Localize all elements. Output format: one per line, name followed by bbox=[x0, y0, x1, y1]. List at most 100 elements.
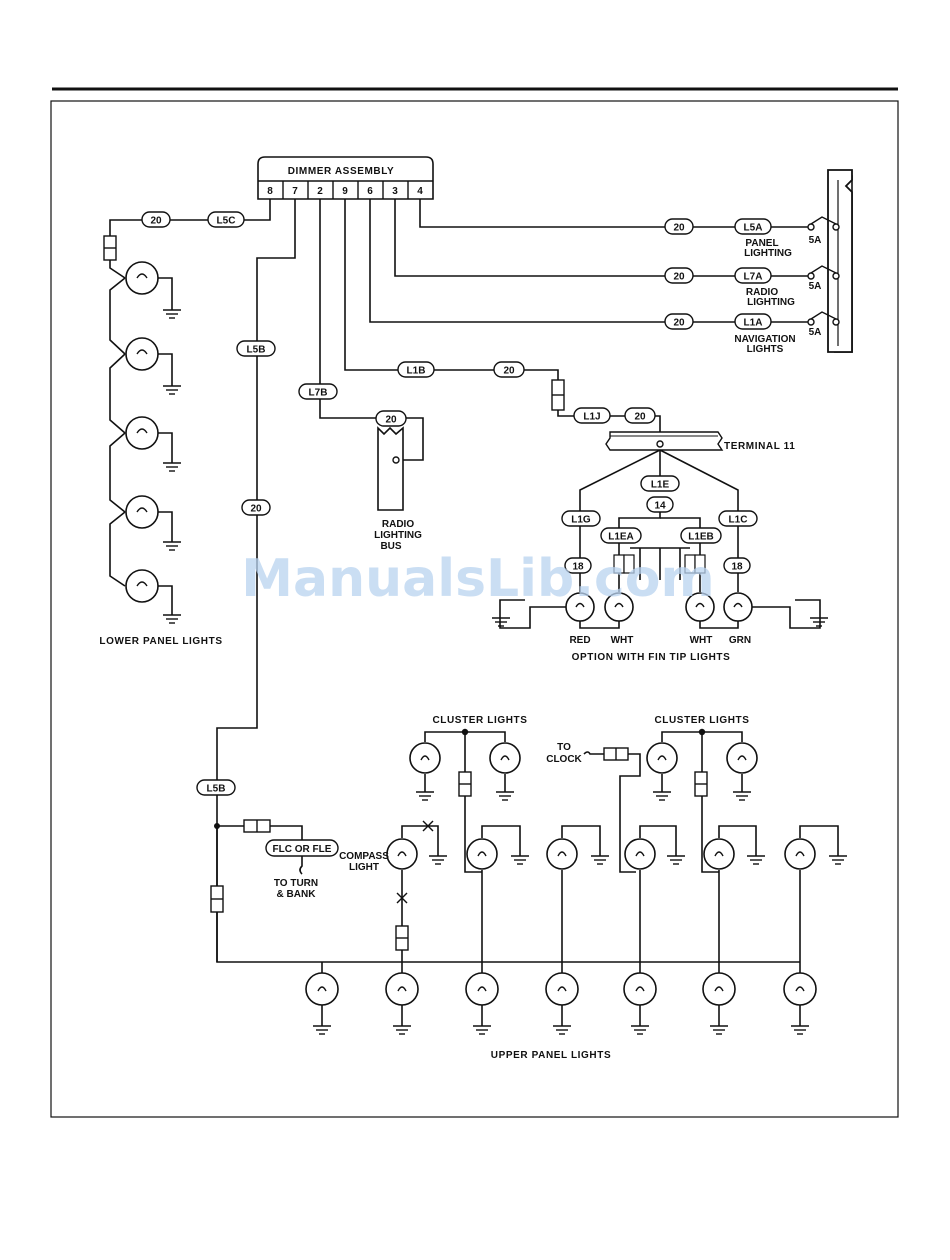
tag-l5b: L5B bbox=[236, 340, 276, 357]
fin-tip-connectors bbox=[613, 554, 706, 574]
svg-text:L1A: L1A bbox=[744, 318, 763, 329]
fin-tip-lamps bbox=[565, 592, 753, 622]
tag-g20: 20 bbox=[141, 211, 171, 228]
svg-text:L1B: L1B bbox=[407, 366, 426, 377]
svg-text:20: 20 bbox=[634, 412, 646, 423]
svg-text:20: 20 bbox=[673, 223, 685, 234]
tag-l1g: L1G bbox=[561, 510, 601, 527]
lamp bbox=[125, 261, 159, 295]
tag-l5b: L5B bbox=[196, 779, 236, 796]
tag-g20: 20 bbox=[664, 267, 694, 284]
svg-text:L5B: L5B bbox=[247, 345, 266, 356]
dimmer-terminal: 6 bbox=[367, 186, 373, 197]
terminal-11-label: TERMINAL 11 bbox=[724, 441, 795, 452]
navigation-lights-label: LIGHTS bbox=[747, 344, 784, 355]
lamp bbox=[125, 495, 159, 529]
svg-text:20: 20 bbox=[150, 216, 162, 227]
lower-panel-lights-label: LOWER PANEL LIGHTS bbox=[99, 636, 222, 647]
tag-l1a: L1A bbox=[734, 313, 772, 330]
svg-text:L5A: L5A bbox=[744, 223, 763, 234]
radio-lighting-label: LIGHTING bbox=[747, 297, 795, 308]
tag-g20: 20 bbox=[241, 499, 271, 516]
dimmer-assembly: DIMMER ASSEMBLY 8 7 2 9 6 3 4 bbox=[257, 156, 434, 200]
tag-l5a: L5A bbox=[734, 218, 772, 235]
radio-bus-label: RADIO bbox=[382, 519, 414, 530]
lamp bbox=[703, 838, 735, 870]
color-label-red: RED bbox=[569, 635, 590, 646]
svg-text:14: 14 bbox=[654, 501, 666, 512]
terminal-11: TERMINAL 11 bbox=[605, 431, 795, 452]
lamp-wht bbox=[604, 592, 634, 622]
panel-lighting-label: LIGHTING bbox=[744, 248, 792, 259]
lamp bbox=[305, 972, 339, 1006]
lamp bbox=[624, 838, 656, 870]
lamp bbox=[489, 742, 521, 774]
diagram-frame bbox=[50, 100, 899, 1118]
breaker-terminal bbox=[832, 223, 840, 231]
lamp bbox=[646, 742, 678, 774]
svg-text:L1EA: L1EA bbox=[608, 532, 634, 543]
lamp bbox=[783, 972, 817, 1006]
lamp-red bbox=[565, 592, 595, 622]
tag-g18: 18 bbox=[723, 557, 751, 574]
svg-text:L1E: L1E bbox=[651, 480, 670, 491]
tag-g20: 20 bbox=[624, 407, 656, 424]
to-clock-label: CLOCK bbox=[546, 754, 582, 765]
tag-g18: 18 bbox=[564, 557, 592, 574]
tag-l1e: L1E bbox=[640, 475, 680, 492]
watermark: ManualsLib.com bbox=[241, 549, 714, 609]
radio-lighting-bus: RADIO LIGHTING BUS bbox=[374, 426, 422, 552]
svg-text:L1C: L1C bbox=[729, 515, 748, 526]
tag-g20: 20 bbox=[664, 218, 694, 235]
svg-text:20: 20 bbox=[250, 504, 262, 515]
dimmer-terminal: 8 bbox=[267, 186, 273, 197]
svg-text:20: 20 bbox=[385, 415, 397, 426]
fin-tip-wiring bbox=[499, 449, 821, 629]
svg-text:20: 20 bbox=[673, 318, 685, 329]
svg-text:L5C: L5C bbox=[217, 216, 236, 227]
connectors bbox=[103, 235, 708, 951]
breaker-terminal bbox=[832, 318, 840, 326]
upper-panel-lights: UPPER PANEL LIGHTS bbox=[305, 962, 817, 1061]
svg-text:20: 20 bbox=[673, 272, 685, 283]
lamp bbox=[702, 972, 736, 1006]
lamp bbox=[385, 972, 419, 1006]
lamp bbox=[125, 569, 159, 603]
breaker-terminal bbox=[832, 272, 840, 280]
fin-tip-option-label: OPTION WITH FIN TIP LIGHTS bbox=[572, 652, 731, 663]
lower-panel-lights: LOWER PANEL LIGHTS bbox=[99, 260, 222, 647]
dimmer-terminal: 2 bbox=[317, 186, 323, 197]
upper-middle-row: COMPASS LIGHT bbox=[339, 820, 847, 962]
lamp bbox=[125, 337, 159, 371]
tag-l7b: L7B bbox=[298, 383, 338, 400]
tag-l5c: L5C bbox=[207, 211, 245, 228]
tag-l1b: L1B bbox=[397, 361, 435, 378]
wire-tags: 20 L5C 20 L5A 20 L7A 20 L1A L5B L7B L1B … bbox=[141, 211, 772, 857]
radio-lighting-label: RADIO bbox=[746, 287, 778, 298]
to-turn-bank-label: & BANK bbox=[277, 889, 317, 900]
junction bbox=[214, 823, 220, 829]
svg-text:FLC OR FLE: FLC OR FLE bbox=[273, 844, 332, 855]
svg-text:L1G: L1G bbox=[571, 515, 591, 526]
lamp bbox=[784, 838, 816, 870]
to-turn-bank-label: TO TURN bbox=[274, 878, 318, 889]
tag-g20: 20 bbox=[664, 313, 694, 330]
breaker-terminal bbox=[807, 272, 815, 280]
compass-light-label: LIGHT bbox=[349, 862, 379, 873]
dimmer-terminal: 9 bbox=[342, 186, 348, 197]
to-clock-label: TO bbox=[557, 742, 571, 753]
cluster-lights-label: CLUSTER LIGHTS bbox=[432, 715, 527, 726]
tag-l1j: L1J bbox=[573, 407, 611, 424]
breaker-labels: PANEL LIGHTING RADIO LIGHTING NAVIGATION… bbox=[734, 238, 795, 355]
compass-lamp bbox=[386, 838, 418, 870]
navigation-lights-label: NAVIGATION bbox=[734, 334, 795, 345]
lamp bbox=[466, 838, 498, 870]
dimmer-terminal: 4 bbox=[417, 186, 423, 197]
lamp bbox=[546, 838, 578, 870]
cluster-lights-label: CLUSTER LIGHTS bbox=[654, 715, 749, 726]
fuse-rating: 5A bbox=[809, 327, 822, 338]
breaker-terminal bbox=[807, 318, 815, 326]
lamp bbox=[465, 972, 499, 1006]
dimmer-terminal: 3 bbox=[392, 186, 398, 197]
svg-text:18: 18 bbox=[731, 562, 743, 573]
